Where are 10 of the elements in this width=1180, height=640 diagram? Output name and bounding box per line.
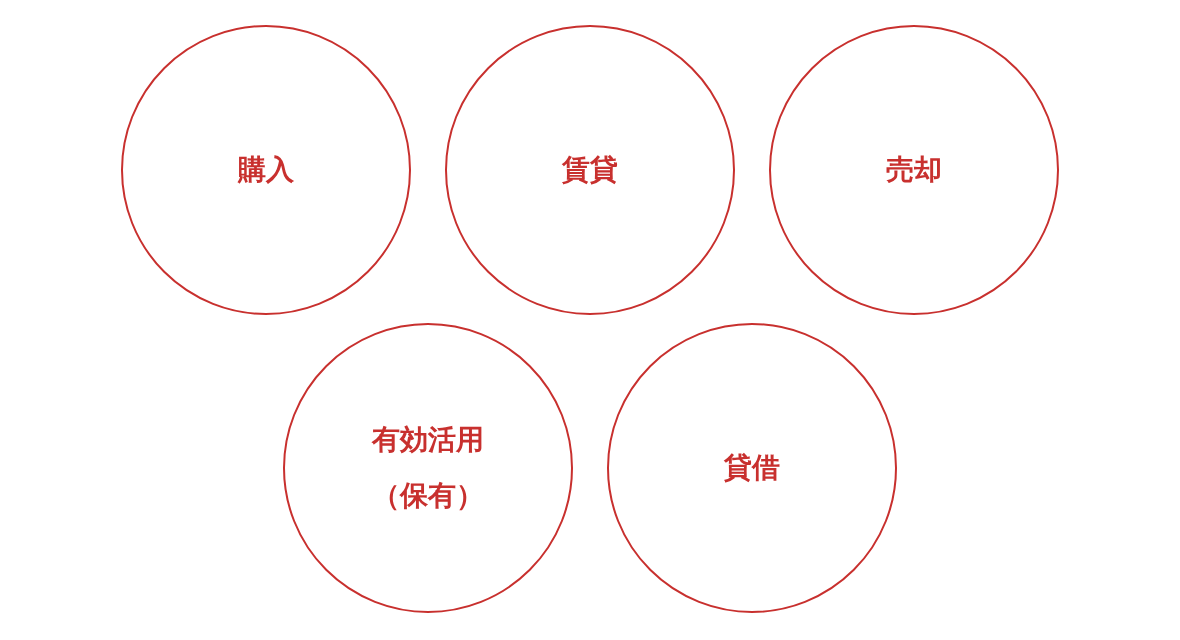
circle-node bbox=[283, 323, 573, 613]
node-label: 売却 bbox=[886, 152, 942, 188]
circle-node bbox=[445, 25, 735, 315]
node-label: 有効活用（保有） bbox=[370, 422, 485, 514]
node-label: 賃貸 bbox=[562, 152, 618, 188]
node-label: 購入 bbox=[238, 152, 294, 188]
circle-node bbox=[121, 25, 411, 315]
node-label: 貸借 bbox=[724, 450, 780, 486]
circle-node bbox=[769, 25, 1059, 315]
circle-node bbox=[607, 323, 897, 613]
